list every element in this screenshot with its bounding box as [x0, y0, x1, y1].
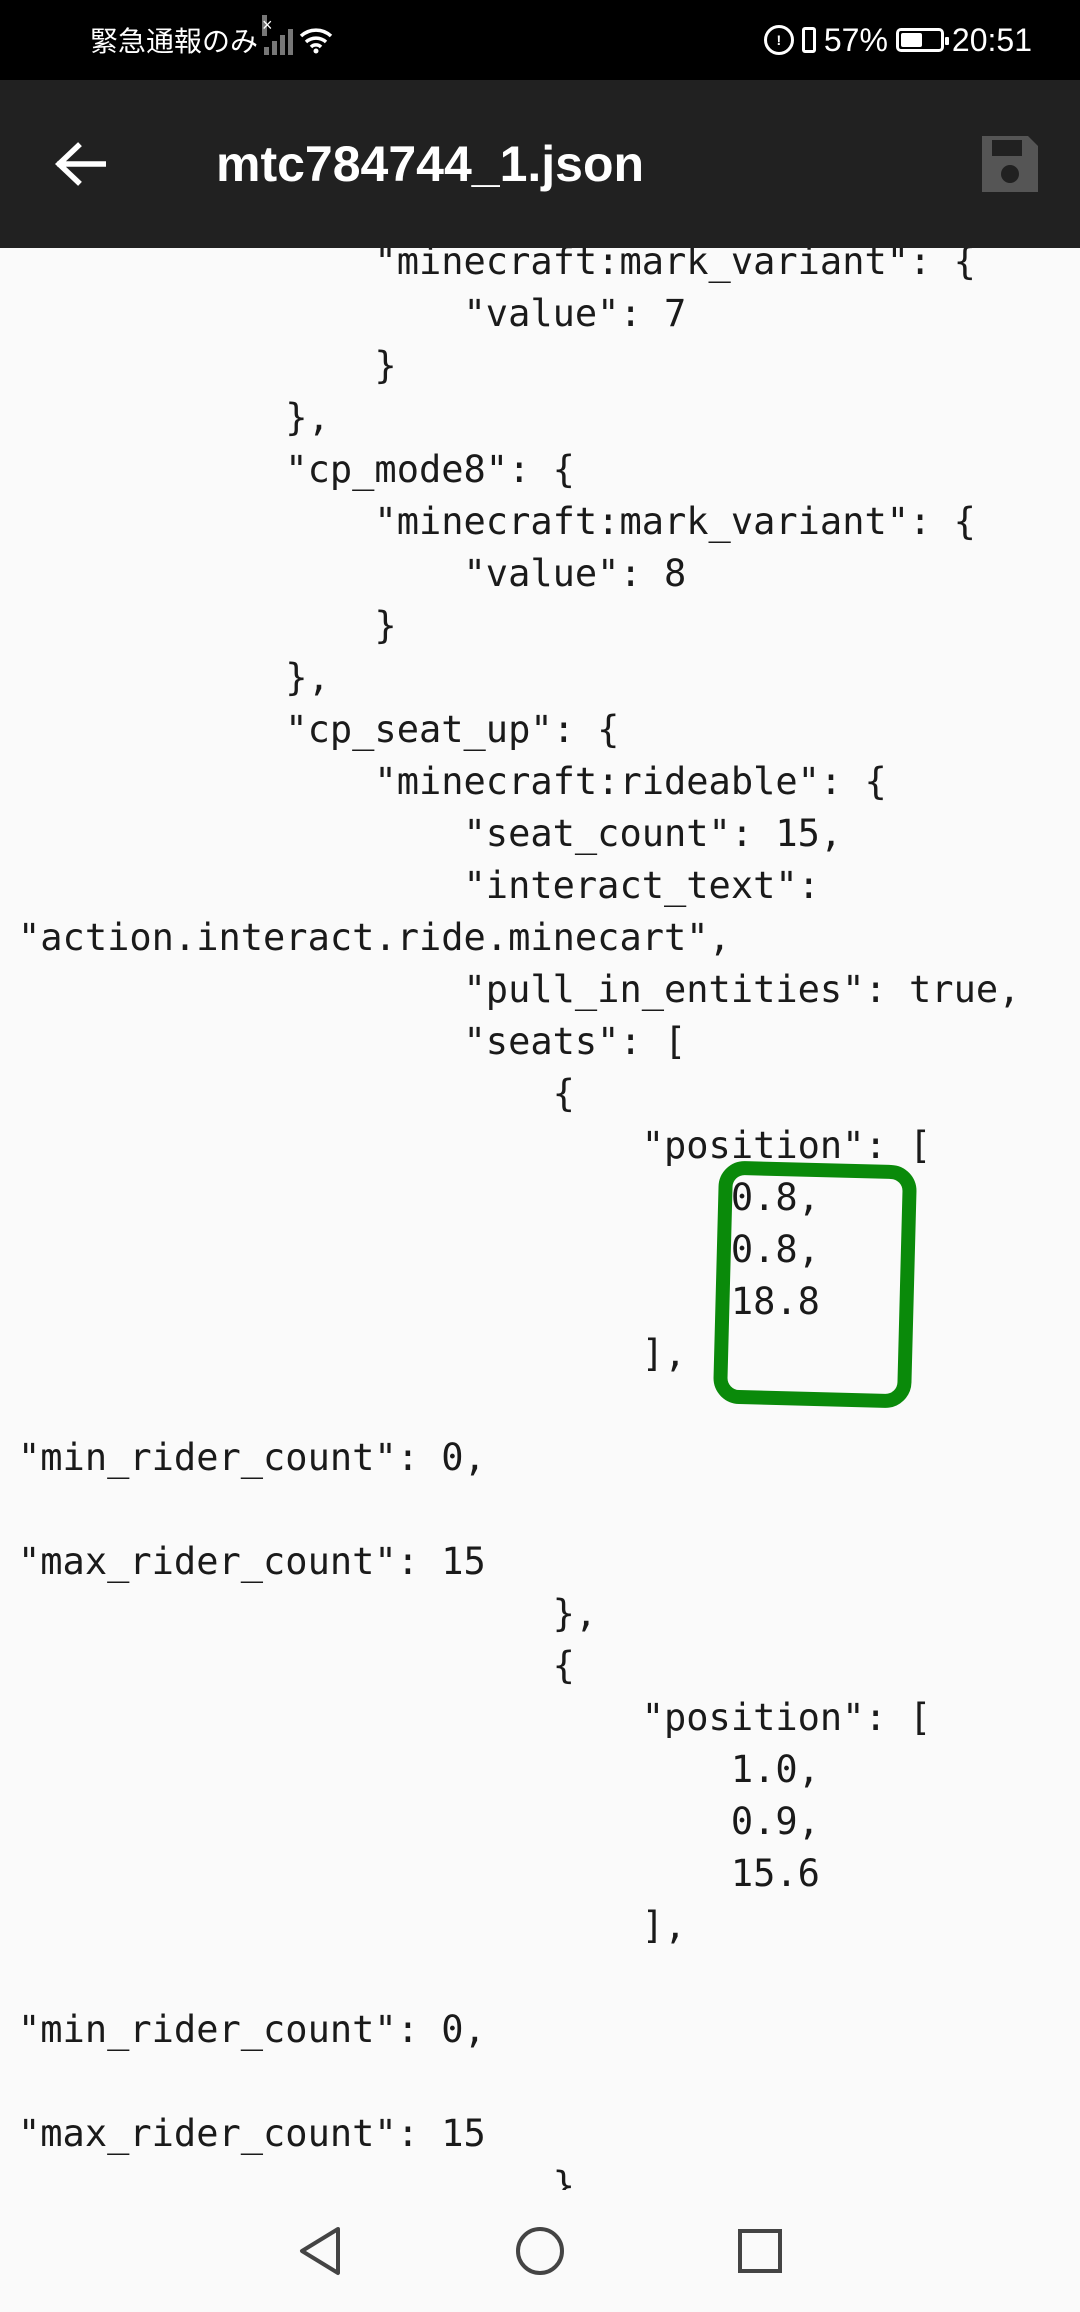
code-line: "cp_seat_up": { [18, 708, 620, 751]
code-line: }, [18, 396, 330, 439]
code-line: 1.0, [18, 1748, 820, 1791]
code-line: "action.interact.ride.minecart", [18, 916, 731, 959]
code-line: "value": 7 [18, 292, 687, 335]
file-title: mtc784744_1.json [216, 136, 645, 192]
code-line: "cp_mode8": { [18, 448, 575, 491]
code-line: 18.8 [18, 1280, 820, 1323]
status-right: ! 57% 20:51 [763, 0, 1032, 80]
code-line: }, [18, 656, 330, 699]
code-line: ], [18, 1904, 687, 1947]
code-line: }, [18, 1592, 598, 1635]
code-line: ​ [18, 1380, 1020, 1432]
navigation-bar [0, 2190, 1080, 2312]
data-saver-icon: ! [763, 25, 794, 55]
code-line: "position": [ [18, 1696, 932, 1739]
code-line: ​ [18, 1952, 1020, 2004]
code-line: "max_rider_count": 15 [18, 2112, 486, 2155]
save-icon [982, 136, 1038, 192]
code-line: } [18, 2164, 575, 2190]
code-line: "min_rider_count": 0, [18, 1436, 486, 1479]
arrow-left-icon [55, 142, 106, 186]
code-line: ​ [18, 2056, 1020, 2108]
code-line: "interact_text": [18, 864, 820, 907]
battery-icon [895, 28, 949, 52]
nav-back-button[interactable] [290, 2221, 350, 2281]
back-button[interactable] [40, 124, 120, 204]
code-line: 15.6 [18, 1852, 820, 1895]
code-line: "seats": [ [18, 1020, 687, 1063]
triangle-back-icon [300, 2227, 340, 2275]
code-line: 0.8, [18, 1176, 820, 1219]
wifi-icon [299, 28, 333, 54]
code-line: { [18, 1072, 575, 1115]
code-line: ​ [18, 1484, 1020, 1536]
status-left: 緊急通報のみ × [90, 0, 333, 80]
nav-home-button[interactable] [510, 2221, 570, 2281]
signal-icon: × [262, 15, 294, 55]
code-line: "min_rider_count": 0, [18, 2008, 486, 2051]
code-line: "minecraft:mark_variant": { [18, 500, 976, 543]
code-line: "value": 8 [18, 552, 687, 595]
app-bar: mtc784744_1.json [0, 80, 1080, 248]
code-line: { [18, 1644, 575, 1687]
code-line: "seat_count": 15, [18, 812, 843, 855]
square-recents-icon [738, 2229, 782, 2273]
code-editor[interactable]: "minecraft:mark_variant": { "value": 7 }… [0, 248, 1080, 2190]
code-line: } [18, 604, 397, 647]
code-line: "minecraft:mark_variant": { [18, 248, 976, 283]
code-text[interactable]: "minecraft:mark_variant": { "value": 7 }… [18, 248, 1020, 2190]
code-line: 0.8, [18, 1228, 820, 1271]
code-line: "minecraft:rideable": { [18, 760, 887, 803]
code-line: 0.9, [18, 1800, 820, 1843]
code-line: "pull_in_entities": true, [18, 968, 1021, 1011]
code-line: "max_rider_count": 15 [18, 1540, 486, 1583]
status-bar: 緊急通報のみ × ! 57% 20:51 [0, 0, 1080, 80]
code-line: ], [18, 1332, 687, 1375]
clock: 20:51 [951, 21, 1032, 58]
carrier-text: 緊急通報のみ [90, 26, 259, 57]
save-button[interactable] [978, 132, 1042, 196]
nav-recents-button[interactable] [730, 2221, 790, 2281]
code-line: } [18, 344, 397, 387]
circle-home-icon [516, 2227, 564, 2275]
vibrate-icon [801, 27, 816, 53]
battery-percent: 57% [823, 21, 888, 58]
code-line: "position": [ [18, 1124, 932, 1167]
